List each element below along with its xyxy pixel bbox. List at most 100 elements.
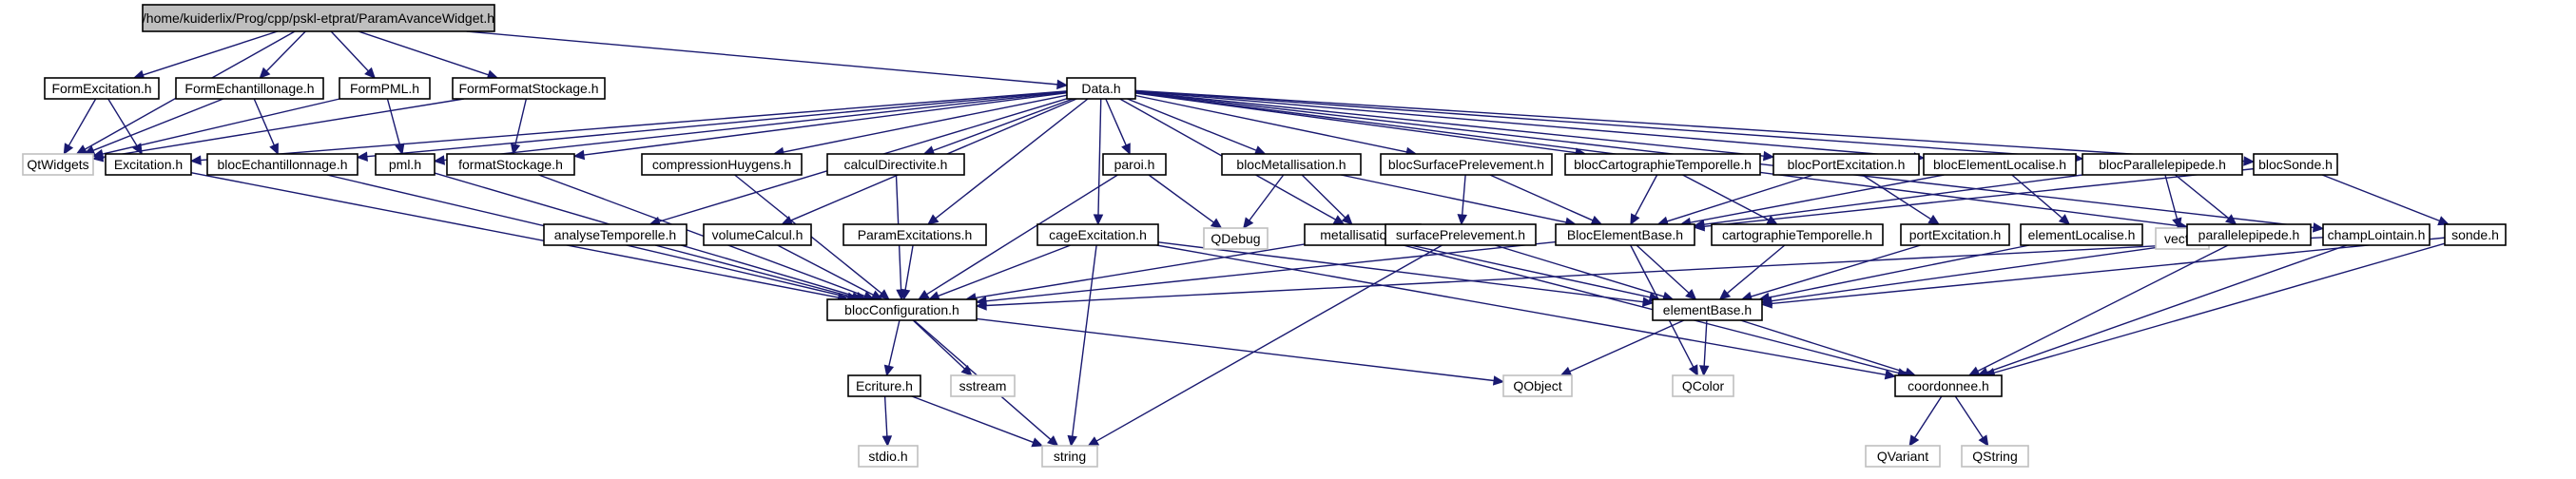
node-blocportexcitation[interactable]: blocPortExcitation.h — [1772, 153, 1920, 176]
node-box — [1652, 298, 1763, 321]
edge-blocmetallisation-to-metallisation — [1301, 174, 1353, 225]
node-excitation[interactable]: Excitation.h — [105, 153, 192, 176]
node-blocelementbase[interactable]: BlocElementBase.h — [1555, 223, 1695, 246]
edge-cageexcitation-to-blocconfiguration — [928, 244, 1072, 301]
node-sonde[interactable]: sonde.h — [2444, 223, 2507, 246]
node-label: blocPortExcitation.h — [1788, 157, 1906, 172]
edge-blocportexcitation-to-portexcitation — [1862, 174, 1941, 225]
node-box — [206, 153, 358, 176]
edge-blocparallelepipede-to-parallelepipede — [2175, 174, 2237, 225]
node-root[interactable]: /home/kuiderlix/Prog/cpp/pskl-etprat/Par… — [142, 4, 495, 32]
node-label: BlocElementBase.h — [1567, 227, 1683, 242]
edge-blocconfiguration-to-sstream — [912, 319, 973, 376]
node-qstring: QString — [1961, 445, 2029, 468]
node-box — [452, 77, 606, 100]
node-formatstockage[interactable]: formatStockage.h — [446, 153, 575, 176]
edge-data-to-excitation — [189, 90, 1068, 165]
node-box — [446, 153, 575, 176]
edge-blocsurfaceprelevement-to-blocelementbase — [1489, 174, 1603, 225]
node-blocelementlocalise[interactable]: blocElementLocalise.h — [1923, 153, 2077, 176]
node-box — [1672, 374, 1734, 397]
node-coordonnee[interactable]: coordonnee.h — [1894, 374, 2003, 397]
node-blocsurfaceprelevement[interactable]: blocSurfacePrelevement.h — [1380, 153, 1553, 176]
node-portexcitation[interactable]: portExcitation.h — [1900, 223, 2010, 246]
node-ecriture[interactable]: Ecriture.h — [847, 374, 921, 397]
node-formpml[interactable]: FormPML.h — [339, 77, 431, 100]
edge-formformatstockage-to-formatstockage — [510, 98, 528, 156]
node-paroi[interactable]: paroi.h — [1102, 153, 1167, 176]
edge-blocelementlocalise-to-elementlocalise — [2011, 174, 2071, 225]
node-bloccartographietemporelle[interactable]: blocCartographieTemporelle.h — [1564, 153, 1761, 176]
node-label: blocCartographieTemporelle.h — [1574, 157, 1752, 172]
node-formexcitation[interactable]: FormExcitation.h — [44, 77, 160, 100]
edge-data-to-cageexcitation — [1093, 98, 1104, 226]
node-analysetemporelle[interactable]: analyseTemporelle.h — [543, 223, 688, 246]
node-paramexcitations[interactable]: ParamExcitations.h — [843, 223, 987, 246]
edge-formechantillonage-to-blocechantillonnage — [253, 98, 279, 156]
node-champlointain[interactable]: champLointain.h — [2322, 223, 2431, 246]
edge-coordonnee-to-qvariant — [1908, 395, 1943, 448]
node-cageexcitation[interactable]: cageExcitation.h — [1036, 223, 1159, 246]
node-pml[interactable]: pml.h — [375, 153, 436, 176]
edge-data-to-paroi — [1105, 98, 1131, 156]
edge-parallelepipede-to-coordonnee — [1967, 244, 2229, 376]
node-cartographietemporelle[interactable]: cartographieTemporelle.h — [1711, 223, 1884, 246]
node-box — [543, 223, 688, 246]
node-box — [175, 77, 324, 100]
node-blocconfiguration[interactable]: blocConfiguration.h — [826, 298, 978, 321]
edge-root-to-formexcitation — [132, 30, 279, 80]
edge-data-to-formatstockage — [572, 91, 1068, 161]
node-data[interactable]: Data.h — [1066, 77, 1136, 100]
edge-data-to-blocsonde — [1134, 89, 2256, 166]
node-blocsonde[interactable]: blocSonde.h — [2253, 153, 2338, 176]
node-box — [950, 374, 1016, 397]
edge-data-to-compressionhuygens — [772, 94, 1068, 158]
edge-formpml-to-qtwidgets — [91, 98, 340, 160]
node-label: string — [1054, 449, 1086, 464]
node-blocparallelepipede[interactable]: blocParallelepipede.h — [2082, 153, 2243, 176]
node-box — [2253, 153, 2338, 176]
node-box — [1036, 223, 1159, 246]
node-qdebug: QDebug — [1203, 227, 1269, 250]
node-volumecalcul[interactable]: volumeCalcul.h — [703, 223, 812, 246]
edge-blocmetallisation-to-qdebug — [1243, 174, 1285, 229]
node-elementbase[interactable]: elementBase.h — [1652, 298, 1763, 321]
node-box — [339, 77, 431, 100]
node-surfaceprelevement[interactable]: surfacePrelevement.h — [1385, 223, 1537, 246]
node-box — [2020, 223, 2143, 246]
node-box — [1711, 223, 1884, 246]
node-box — [1221, 153, 1362, 176]
node-blocechantillonnage[interactable]: blocEchantillonnage.h — [206, 153, 358, 176]
node-label: QVariant — [1877, 449, 1928, 464]
node-parallelepipede[interactable]: parallelepipede.h — [2186, 223, 2312, 246]
node-formformatstockage[interactable]: FormFormatStockage.h — [452, 77, 606, 100]
edge-cageexcitation-to-coordonnee — [1156, 244, 1897, 380]
edge-elementbase-to-qcolor — [1698, 319, 1710, 377]
node-box — [1865, 445, 1941, 468]
node-label: metallisation.h — [1320, 227, 1405, 242]
node-box — [2444, 223, 2507, 246]
node-compressionhuygens[interactable]: compressionHuygens.h — [641, 153, 803, 176]
node-blocmetallisation[interactable]: blocMetallisation.h — [1221, 153, 1362, 176]
node-box — [847, 374, 921, 397]
node-label: blocEchantillonnage.h — [218, 157, 348, 172]
edge-blocsonde-to-blocelementbase — [1693, 167, 2255, 232]
edge-data-to-paramexcitations — [927, 98, 1089, 225]
node-box — [1203, 227, 1269, 250]
node-qobject: QObject — [1502, 374, 1573, 397]
node-sstream: sstream — [950, 374, 1016, 397]
node-label: FormEchantillonage.h — [184, 81, 314, 96]
edge-sonde-to-coordonnee — [1984, 242, 2446, 378]
node-elementlocalise[interactable]: elementLocalise.h — [2020, 223, 2143, 246]
node-formechantillonage[interactable]: FormEchantillonage.h — [175, 77, 324, 100]
node-box — [826, 153, 965, 176]
edge-data-to-pml — [433, 91, 1068, 165]
edge-root-to-formformatstockage — [358, 30, 499, 80]
node-label: ParamExcitations.h — [858, 227, 973, 242]
node-label: sonde.h — [2451, 227, 2499, 242]
node-box — [1066, 77, 1136, 100]
node-label: stdio.h — [868, 449, 907, 464]
edge-data-to-bloccartographietemporelle — [1134, 92, 1587, 158]
node-calculdirectivite[interactable]: calculDirectivite.h — [826, 153, 965, 176]
